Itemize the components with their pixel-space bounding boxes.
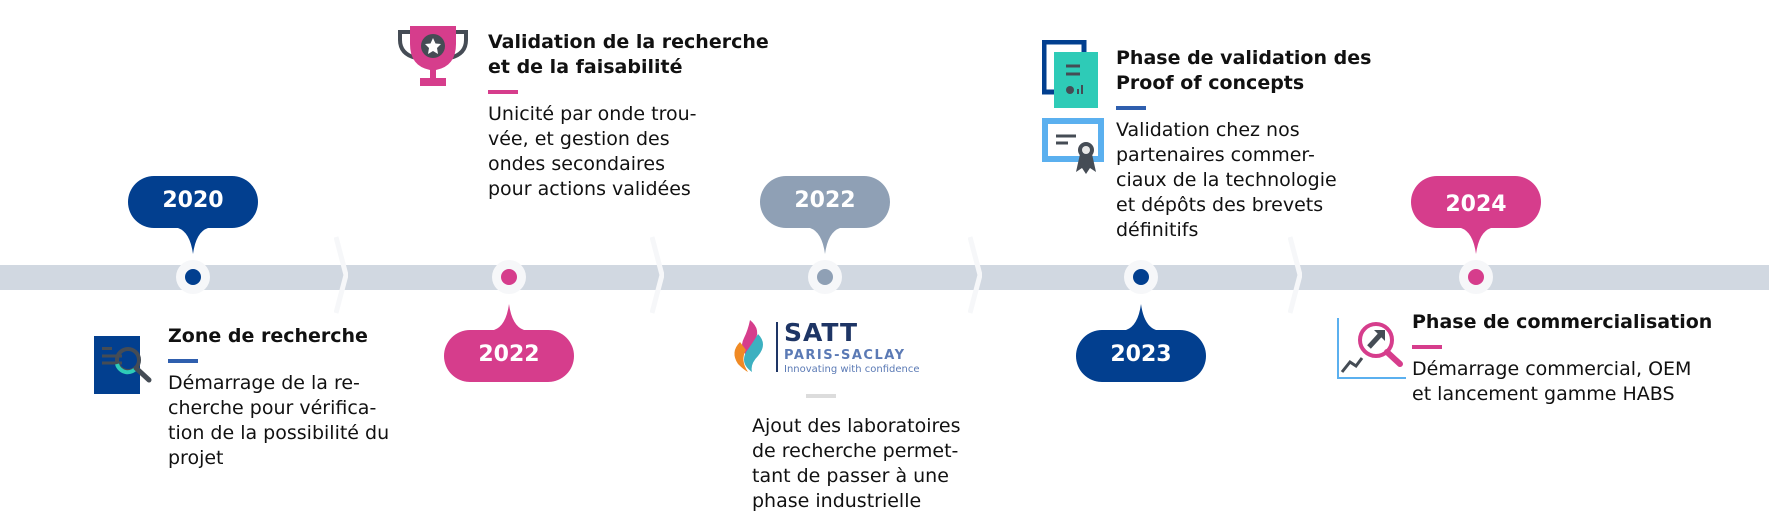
milestone-2023: Phase de validation des Proof of concept…	[1116, 46, 1396, 243]
milestone-description: Démarrage commercial, OEM et lancement g…	[1412, 358, 1692, 405]
milestone-description: Démarrage de la re- cherche pour vérific…	[168, 372, 390, 469]
growth-magnifier-icon	[1337, 318, 1406, 379]
year-label: 2022	[478, 342, 540, 367]
accent-bar	[806, 394, 836, 398]
chevron-right-icon	[1288, 236, 1302, 314]
milestone-title: Zone de recherche	[168, 325, 368, 347]
milestone-title: Validation de la recherche et de la fais…	[488, 31, 769, 78]
milestone-title: Phase de commercialisation	[1412, 311, 1713, 333]
logo-name: SATT	[784, 318, 859, 347]
timeline-node-2022-a	[492, 260, 526, 294]
year-bubble-2020: 2020	[128, 176, 258, 254]
logo-subtitle: PARIS-SACLAY	[784, 348, 906, 363]
logo-separator	[776, 322, 778, 372]
year-bubble-2023: 2023	[1076, 304, 1206, 382]
milestone-description: Validation chez nos partenaires commer- …	[1116, 119, 1337, 241]
milestone-description: Unicité par onde trou- vée, et gestion d…	[488, 103, 697, 200]
year-bubble-2024: 2024	[1411, 176, 1541, 254]
trophy-icon	[398, 26, 468, 86]
chevron-right-icon	[650, 236, 664, 314]
chevron-right-icon	[334, 236, 348, 314]
milestone-description: Ajout des laboratoires de recherche perm…	[752, 415, 961, 512]
accent-bar	[488, 90, 518, 94]
milestone-2024: Phase de commercialisation Démarrage com…	[1412, 310, 1752, 407]
year-bubble-2022-b: 2022	[760, 176, 890, 254]
year-bubble-2022-a: 2022	[444, 304, 574, 382]
year-label: 2022	[794, 188, 856, 213]
accent-bar	[1116, 106, 1146, 110]
document-search-icon	[94, 336, 152, 394]
accent-bar	[168, 359, 198, 363]
accent-bar	[1412, 345, 1442, 349]
year-label: 2023	[1110, 342, 1172, 367]
timeline-node-2022-b	[808, 260, 842, 294]
timeline-node-2023	[1124, 260, 1158, 294]
milestone-2022-a: Validation de la recherche et de la fais…	[488, 30, 778, 202]
chevron-right-icon	[968, 236, 982, 314]
logo-tagline: Innovating with confidence	[784, 364, 920, 375]
timeline-node-2024	[1459, 260, 1493, 294]
timeline-track	[0, 265, 1769, 290]
satt-logo: SATT PARIS-SACLAY Innovating with confid…	[728, 318, 928, 378]
milestone-2022-b: Ajout des laboratoires de recherche perm…	[752, 386, 1012, 514]
milestone-title: Phase de validation des Proof of concept…	[1116, 47, 1372, 94]
certificate-icon	[1042, 118, 1104, 174]
document-chart-icon	[1042, 40, 1098, 108]
timeline-node-2020	[176, 260, 210, 294]
satt-logo-icon	[734, 320, 763, 372]
year-label: 2024	[1445, 192, 1507, 217]
year-label: 2020	[162, 188, 224, 213]
milestone-2020: Zone de recherche Démarrage de la re- ch…	[168, 324, 428, 471]
